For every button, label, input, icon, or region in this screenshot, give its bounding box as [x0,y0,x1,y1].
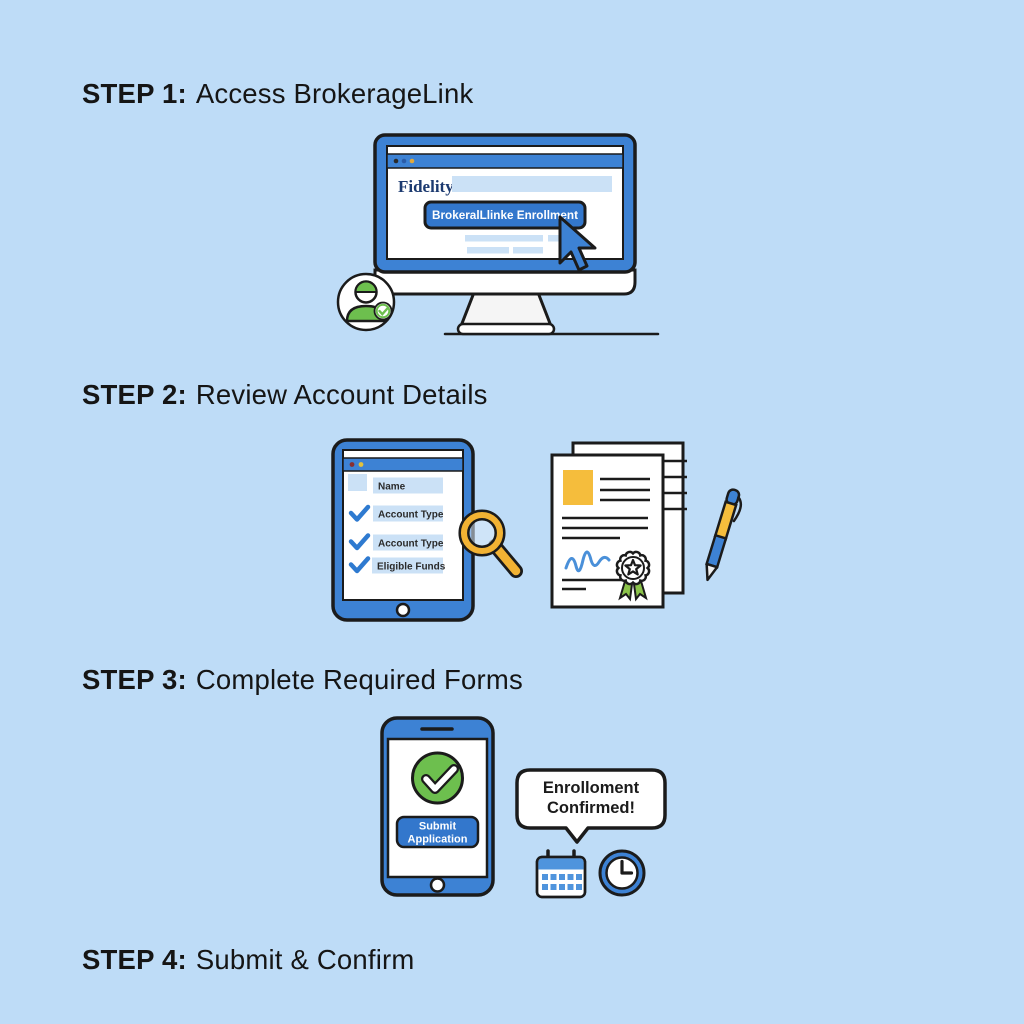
step3-title: Complete Required Forms [195,664,523,695]
field-label: Account Type [378,539,444,550]
form-row-eligible-funds: Eligible Funds [348,556,446,574]
tablet-illustration: Name Account Type Account Type Eligible … [331,438,523,622]
step4-heading: STEP 4: Submit & Confirm [82,944,415,976]
signature-scribble [564,550,611,573]
form-row-account-type: Account Type [348,533,444,551]
verified-check-ring [375,303,391,319]
submit-application-button [395,815,480,849]
field-label: Eligible Funds [377,562,446,573]
step2-number: STEP 2: [82,379,187,410]
browser-titlebar [386,153,624,169]
window-dot-icon [349,462,355,467]
step2-title: Review Account Details [195,379,488,410]
calendar-date-dots [542,874,582,890]
check-icon [348,556,371,574]
user-verified-badge [336,272,396,332]
step4-number: STEP 4: [82,944,187,975]
calendar-icon [535,849,587,899]
cursor-arrow-icon [558,215,597,272]
phone-home-button [429,877,446,893]
bubble-line2: Confirmed! [547,799,635,817]
submit-button-line2: Application [408,834,468,846]
speech-bubble: Enrolloment Confirmed! [515,768,667,844]
step2-heading: STEP 2: Review Account Details [82,379,488,411]
success-check-circle [411,751,464,805]
step3-number: STEP 3: [82,664,187,695]
search-bar [452,176,612,192]
enrollment-button [423,200,587,230]
submit-button-line1: Submit [419,821,457,833]
document-photo-block [563,470,593,505]
step1-title: Access BrokerageLink [195,78,474,109]
check-icon [348,504,371,522]
magnifier-icon [458,509,523,578]
enrollment-button-label: BrokeralLlinke Enrollment [432,208,578,222]
check-icon [348,533,371,551]
window-dot-icon [401,158,407,164]
tablet-titlebar [342,457,464,472]
step3-heading: STEP 3: Complete Required Forms [82,664,523,696]
document-text-lines [562,477,650,591]
pen-icon [705,488,743,582]
tablet-home-button [395,602,411,618]
window-dot-icon [393,158,399,164]
clock-hands [620,859,634,875]
field-label: Name [378,482,406,493]
star-icon [624,558,642,576]
seal-rosette-icon [615,550,651,602]
monitor-illustration: Fidelity BrokeralLlinke Enrollment [336,133,660,336]
phone-illustration: Submit Application Enrolloment Confirmed… [380,716,667,899]
step4-title: Submit & Confirm [195,944,415,975]
window-dot-icon [358,462,364,467]
check-icon [378,306,389,317]
form-row-name: Name [348,474,443,494]
check-icon [423,766,457,792]
step1-number: STEP 1: [82,78,187,109]
field-label: Account Type [378,510,444,521]
fidelity-logo: Fidelity [398,177,454,196]
bubble-line1: Enrolloment [543,779,640,797]
window-dot-icon [409,158,415,164]
step1-heading: STEP 1: Access BrokerageLink [82,78,473,110]
monitor-base [456,322,556,336]
pen-clip [732,496,743,523]
form-row-account-type: Account Type [348,504,444,522]
clock-icon [598,849,646,897]
documents-illustration [550,441,743,609]
person-hair [354,280,378,293]
checkbox-unchecked [348,474,367,491]
tablet-screen [342,449,464,601]
